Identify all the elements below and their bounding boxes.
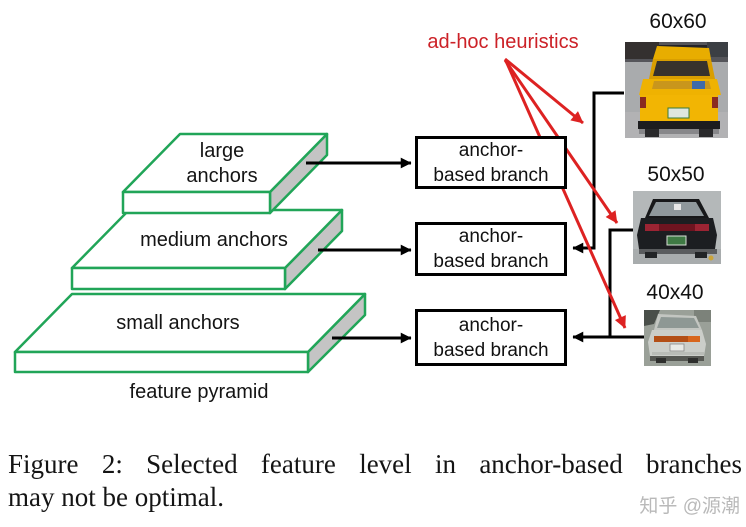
branch-box-1: anchor- based branch [415, 136, 567, 189]
red-arrow-to-60x60-link [504, 57, 584, 125]
label-large-anchors-line1: large [199, 140, 245, 162]
car-image-50x50 [633, 191, 721, 264]
label-50x50: 50x50 [647, 163, 705, 186]
label-small-anchors: small anchors [116, 312, 240, 334]
pyramid-slab-medium [70, 208, 344, 291]
branch-box-2-line1: anchor- [458, 226, 524, 247]
car-image-60x60 [625, 42, 728, 138]
label-large-anchors: large anchors [157, 139, 287, 189]
red-arrow-to-40x40-link [504, 60, 627, 329]
branch-box-2-line2: based branch [433, 251, 549, 272]
label-large-anchors-line2: anchors [186, 165, 258, 187]
car-image-40x40 [644, 310, 711, 366]
branch-box-2: anchor- based branch [415, 222, 567, 276]
connector-60x60-to-branch2 [572, 91, 624, 254]
branch-box-3: anchor- based branch [415, 309, 567, 366]
label-ad-hoc-heuristics: ad-hoc heuristics [427, 31, 579, 53]
label-feature-pyramid: feature pyramid [129, 381, 269, 403]
pyramid-slab-large [121, 132, 329, 215]
pyramid-slab-small [13, 292, 367, 374]
connector-50x50-join [608, 228, 634, 338]
zhihu-watermark: 知乎 @源潮 [639, 496, 740, 517]
label-medium-anchors: medium anchors [140, 229, 288, 251]
label-40x40: 40x40 [646, 281, 704, 304]
figure-caption: Figure 2: Selected feature level in anch… [8, 448, 742, 514]
branch-box-1-line2: based branch [433, 164, 549, 186]
label-60x60: 60x60 [649, 10, 707, 33]
figure-caption-line2: may not be optimal. [8, 482, 224, 512]
figure-caption-line1: Figure 2: Selected feature level in anch… [8, 449, 742, 479]
branch-box-3-line2: based branch [433, 339, 549, 361]
branch-box-3-line1: anchor- [458, 314, 524, 336]
branch-box-1-line1: anchor- [458, 139, 524, 161]
